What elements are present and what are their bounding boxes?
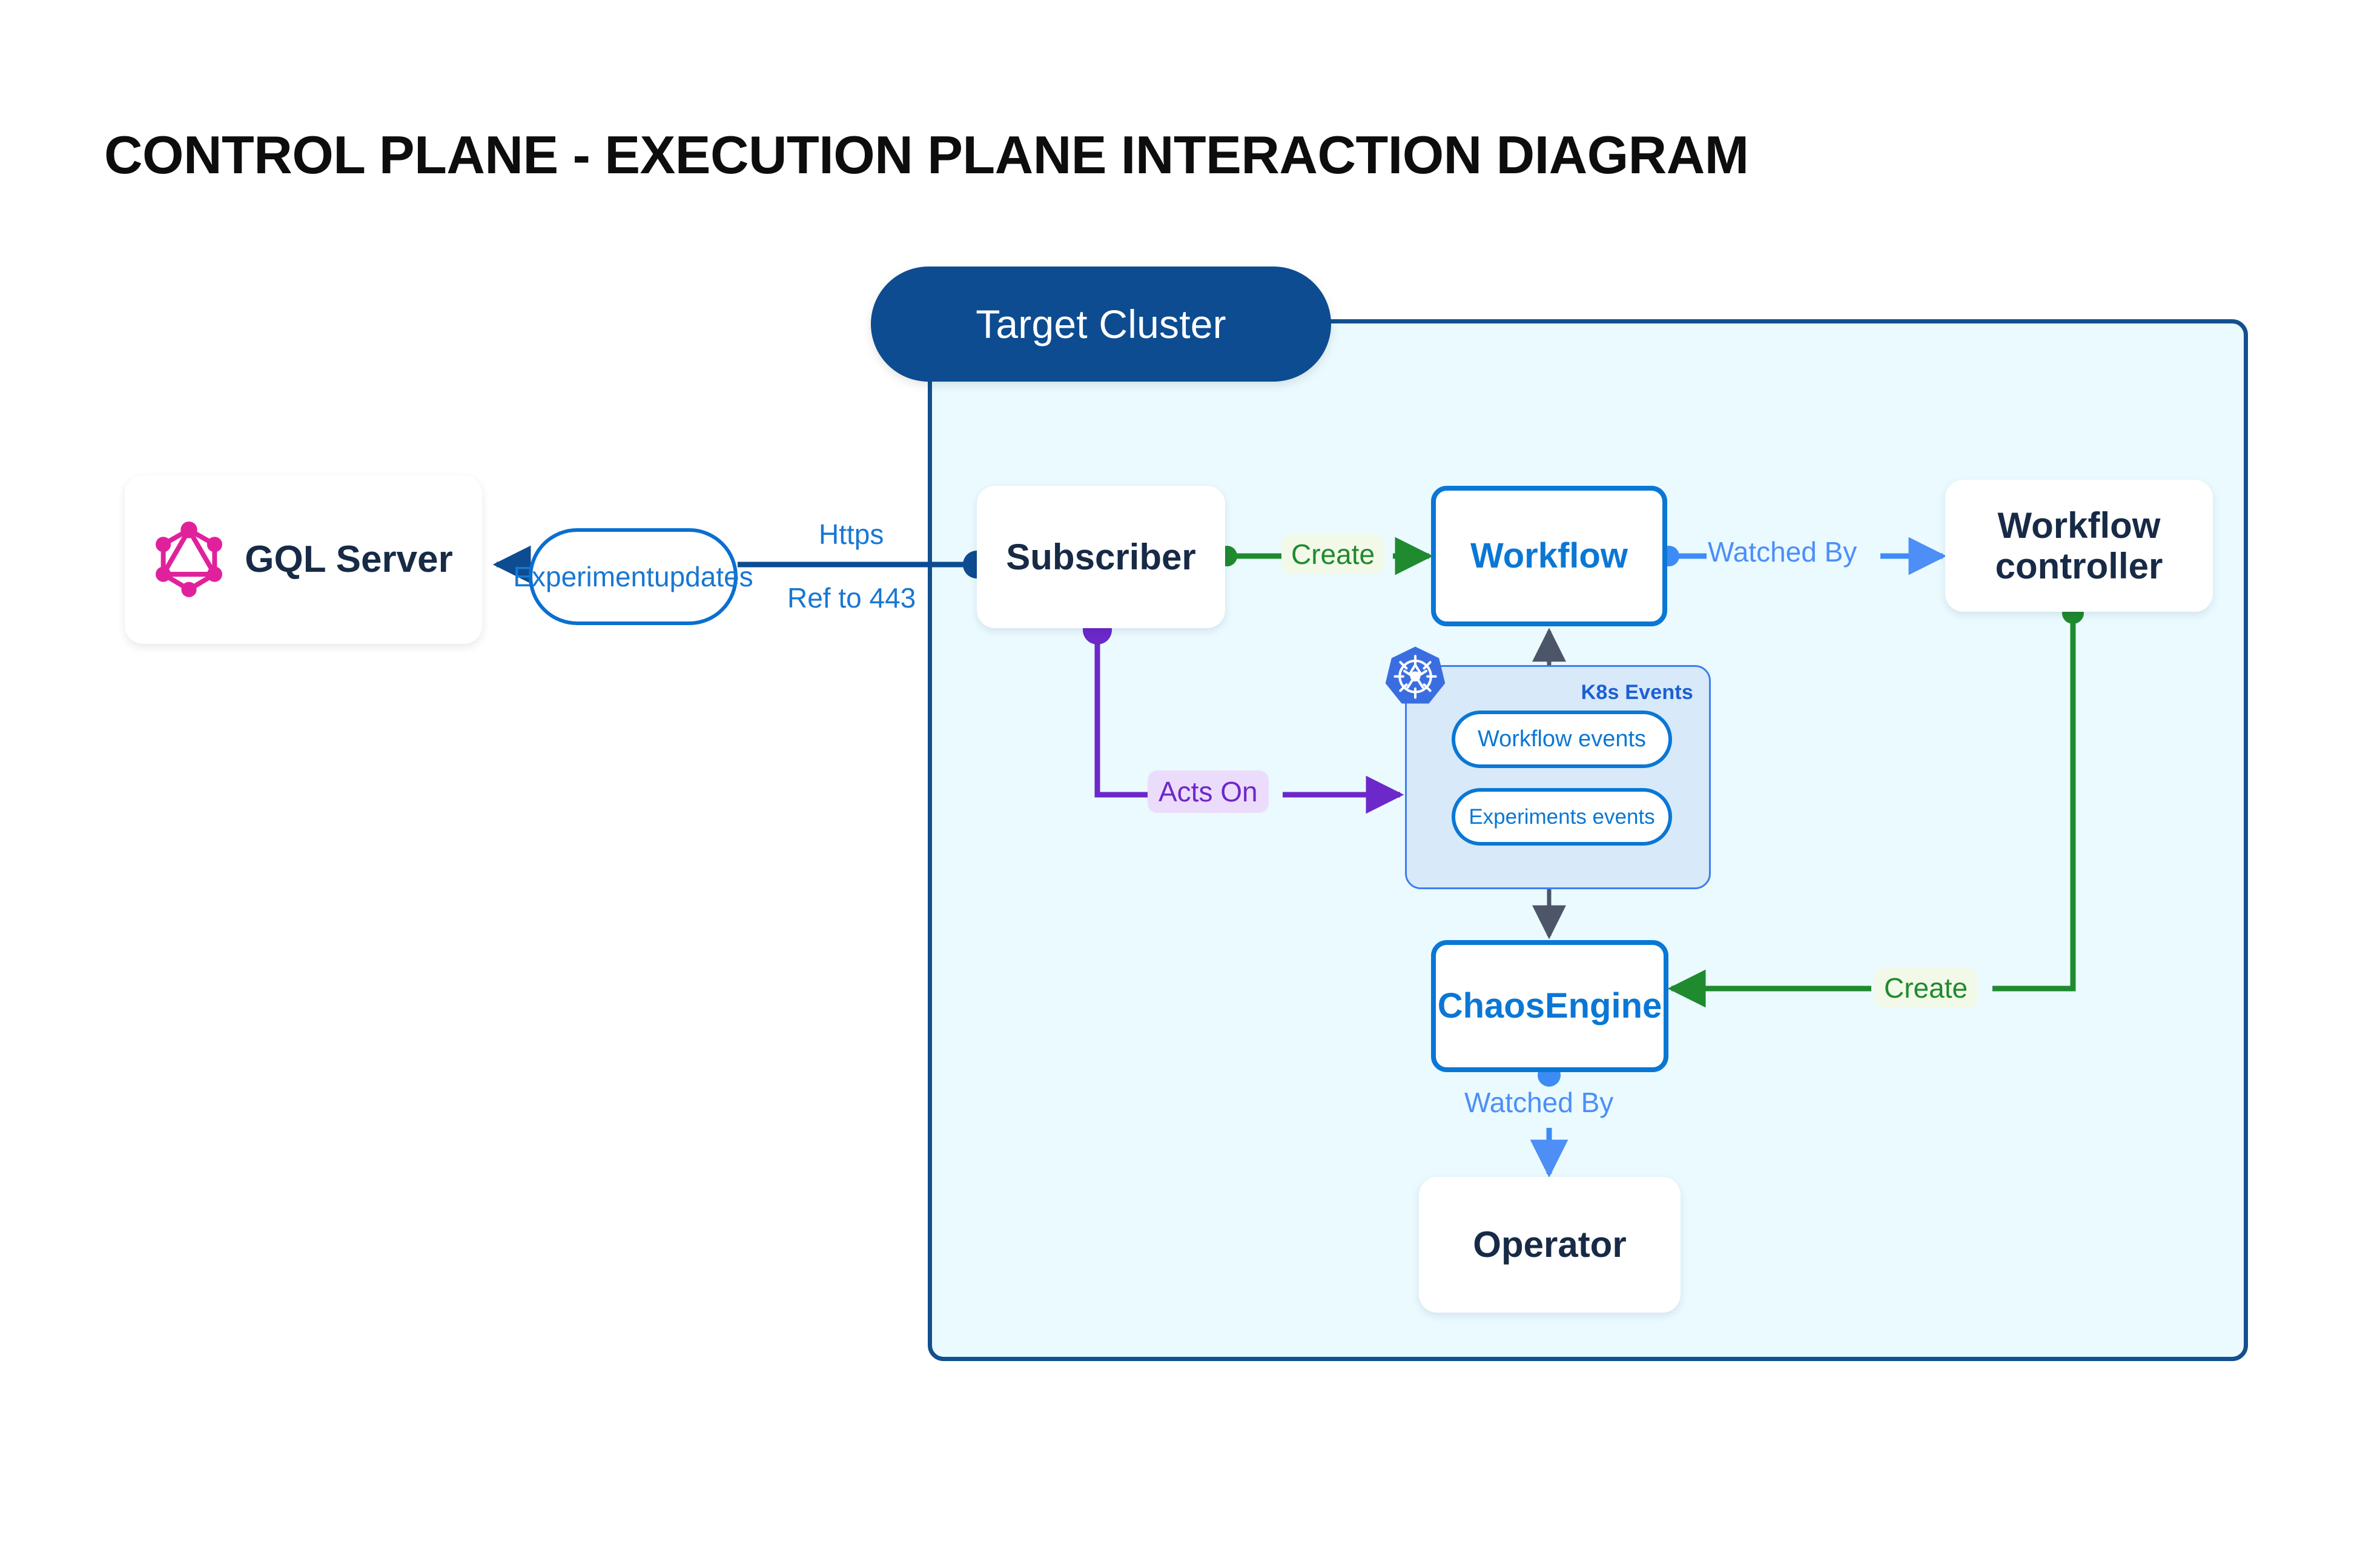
edge-label-watched-by-operator: Watched By <box>1464 1087 1614 1118</box>
node-workflow-controller-label: Workflow controller <box>1995 505 2163 586</box>
experiment-updates-line1: Experiment <box>513 560 654 592</box>
node-operator[interactable]: Operator <box>1419 1177 1681 1313</box>
edge-label-create-workflow: Create <box>1281 534 1385 574</box>
node-workflow-label: Workflow <box>1470 535 1628 575</box>
k8s-events-panel: K8s Events Workflow events Experiments e… <box>1385 646 1711 889</box>
target-cluster-label: Target Cluster <box>976 302 1226 346</box>
node-workflow-controller[interactable]: Workflow controller <box>1945 480 2213 612</box>
node-operator-label: Operator <box>1473 1224 1627 1265</box>
edge-label-watched-by-controller: Watched By <box>1708 536 1857 568</box>
node-chaosengine-label: ChaosEngine <box>1437 986 1662 1025</box>
node-subscriber-label: Subscriber <box>1006 536 1196 577</box>
node-chaosengine[interactable]: ChaosEngine <box>1431 940 1668 1072</box>
target-cluster-header[interactable]: Target Cluster <box>871 267 1331 382</box>
node-workflow-controller-line2: controller <box>1995 546 2163 586</box>
edge-label-experiment-updates: Experiment updates <box>513 528 753 625</box>
experiment-updates-line2: updates <box>653 560 753 592</box>
k8s-events-title: K8s Events <box>1581 681 1693 704</box>
k8s-pill-workflow-events[interactable]: Workflow events <box>1452 711 1672 768</box>
edge-label-acts-on: Acts On <box>1148 770 1269 813</box>
node-subscriber[interactable]: Subscriber <box>977 486 1225 628</box>
edge-label-ref-to-443: Ref to 443 <box>787 582 916 614</box>
node-workflow[interactable]: Workflow <box>1431 486 1667 626</box>
node-gql-server[interactable]: GQL Server <box>125 475 482 644</box>
graphql-icon <box>154 522 224 598</box>
page-title: CONTROL PLANE - EXECUTION PLANE INTERACT… <box>104 125 1749 185</box>
edge-label-create-chaosengine: Create <box>1874 968 1978 1008</box>
k8s-pill-experiments-events[interactable]: Experiments events <box>1452 788 1672 846</box>
node-gql-server-label: GQL Server <box>245 538 453 581</box>
kubernetes-icon <box>1381 644 1449 712</box>
edge-label-https: Https <box>819 519 884 550</box>
node-workflow-controller-line1: Workflow <box>1997 505 2161 546</box>
